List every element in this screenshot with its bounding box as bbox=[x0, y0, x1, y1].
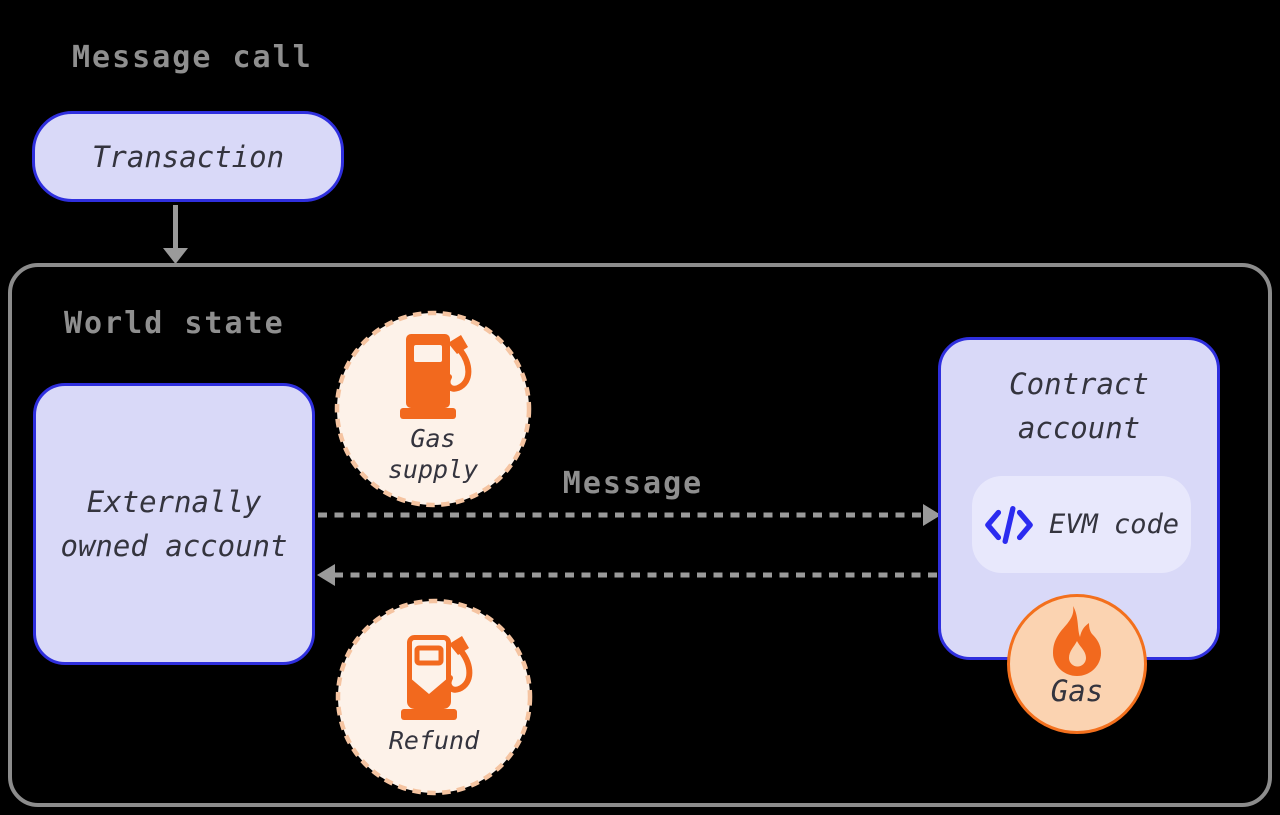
eoa-label-line2: owned account bbox=[60, 529, 288, 563]
contract-label-line1: Contract bbox=[1009, 367, 1149, 401]
gas-badge-label: Gas bbox=[1050, 674, 1104, 708]
message-arrow-label: Message bbox=[562, 466, 704, 501]
transaction-arrow bbox=[163, 205, 188, 264]
externally-owned-account-node: Externally owned account bbox=[33, 383, 315, 665]
transaction-label: Transaction bbox=[91, 139, 285, 174]
gas-badge-circle: Gas bbox=[1007, 594, 1147, 734]
evm-code-pill: EVM code bbox=[972, 476, 1191, 573]
refund-label: Refund bbox=[388, 726, 480, 755]
world-state-container bbox=[8, 263, 1272, 807]
eoa-label-line1: Externally bbox=[86, 485, 262, 519]
evm-code-label: EVM code bbox=[1048, 508, 1180, 540]
world-state-label: World state bbox=[64, 306, 285, 341]
contract-account-node: Contract account EVM code bbox=[938, 337, 1220, 660]
code-icon bbox=[985, 505, 1033, 544]
refund-circle: Refund bbox=[334, 597, 534, 797]
fuel-pump-half-icon bbox=[401, 635, 473, 720]
gas-supply-circle: Gas supply bbox=[333, 309, 533, 509]
flame-icon bbox=[1053, 606, 1101, 676]
diagram-title: Message call bbox=[72, 40, 313, 75]
gas-supply-label-line1: Gas bbox=[410, 424, 456, 453]
transaction-node: Transaction bbox=[32, 111, 344, 202]
fuel-pump-icon bbox=[400, 334, 472, 419]
contract-label-line2: account bbox=[1017, 411, 1141, 445]
gas-supply-label-line2: supply bbox=[387, 455, 479, 484]
